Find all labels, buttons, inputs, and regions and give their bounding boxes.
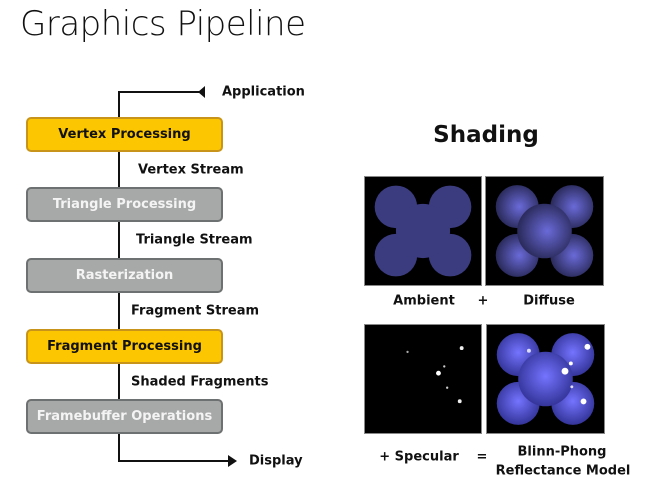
display-label: Display xyxy=(249,453,303,469)
diffuse-caption: Diffuse xyxy=(523,293,575,309)
specular-image xyxy=(364,324,482,434)
ambient-image xyxy=(364,176,482,286)
equals-sign: = xyxy=(476,449,488,465)
diffuse-image xyxy=(485,176,604,286)
connector-line xyxy=(118,460,230,462)
stream-label: Vertex Stream xyxy=(138,162,244,178)
stage-vertex-processing: Vertex Processing xyxy=(26,117,223,152)
specular-caption: + Specular xyxy=(379,449,459,465)
pipeline-spine xyxy=(118,150,120,440)
stream-label: Fragment Stream xyxy=(131,303,260,319)
plus-sign: + xyxy=(477,293,489,309)
arrow-right-icon xyxy=(228,455,237,467)
stage-framebuffer-operations: Framebuffer Operations xyxy=(26,399,223,434)
shading-heading: Shading xyxy=(433,122,539,148)
stream-label: Triangle Stream xyxy=(136,232,253,248)
blinn-phong-caption: Blinn-Phong xyxy=(517,444,607,460)
arrow-left-icon xyxy=(198,86,205,98)
connector-line xyxy=(118,91,202,93)
blinn-phong-image xyxy=(486,324,605,434)
connector-line xyxy=(118,91,120,119)
stage-triangle-processing: Triangle Processing xyxy=(26,187,223,222)
connector-line xyxy=(118,434,120,462)
stage-fragment-processing: Fragment Processing xyxy=(26,329,223,364)
ambient-caption: Ambient xyxy=(393,293,455,309)
reflectance-model-caption: Reflectance Model xyxy=(495,463,631,479)
stream-label: Shaded Fragments xyxy=(131,374,269,390)
stage-rasterization: Rasterization xyxy=(26,258,223,293)
slide-title: Graphics Pipeline xyxy=(20,4,306,44)
application-label: Application xyxy=(222,84,305,100)
